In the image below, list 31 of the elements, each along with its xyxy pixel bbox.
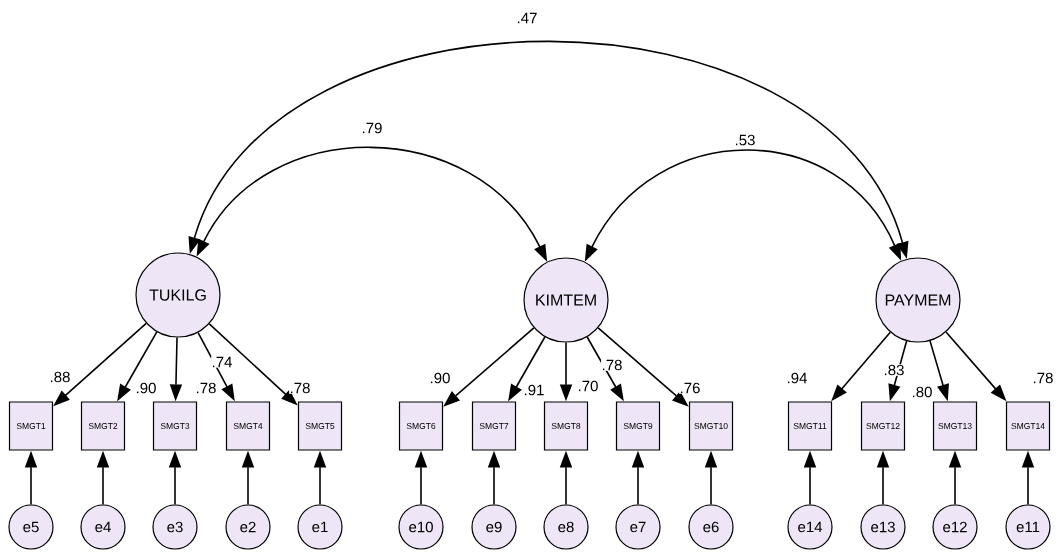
indicator-box: SMGT14	[1005, 401, 1051, 451]
edge-label: .90	[135, 382, 157, 394]
indicator-box: SMGT5	[297, 401, 343, 451]
indicator-box: SMGT1	[8, 401, 54, 451]
edge-label: .90	[429, 372, 451, 384]
indicator-box: SMGT6	[398, 401, 444, 451]
indicator-box: SMGT13	[932, 401, 978, 451]
edge-label: .78	[289, 382, 311, 394]
edge-label: .74	[211, 356, 233, 368]
edge-label: .91	[523, 384, 545, 396]
edge-label: .80	[911, 386, 933, 398]
indicator-box: SMGT2	[80, 401, 126, 451]
edge-label: .78	[195, 382, 217, 394]
indicator-box: SMGT9	[615, 401, 661, 451]
indicator-box: SMGT4	[225, 401, 271, 451]
edge-label: .78	[601, 359, 623, 371]
edge-label: .79	[361, 122, 383, 134]
edge-label: .70	[577, 380, 599, 392]
indicator-box: SMGT11	[787, 401, 833, 451]
edge-label: .83	[883, 364, 905, 376]
edge-label: .76	[679, 382, 701, 394]
indicator-box: SMGT10	[688, 401, 734, 451]
edge-label: .88	[49, 371, 71, 383]
edge-label: .47	[516, 12, 538, 24]
indicator-box: SMGT8	[543, 401, 589, 451]
edge-label: .53	[734, 134, 756, 146]
edge-label: .94	[786, 372, 808, 384]
indicator-box: SMGT3	[152, 401, 198, 451]
edge-label: .78	[1032, 372, 1054, 384]
indicator-box: SMGT7	[471, 401, 517, 451]
indicator-box: SMGT12	[860, 401, 906, 451]
